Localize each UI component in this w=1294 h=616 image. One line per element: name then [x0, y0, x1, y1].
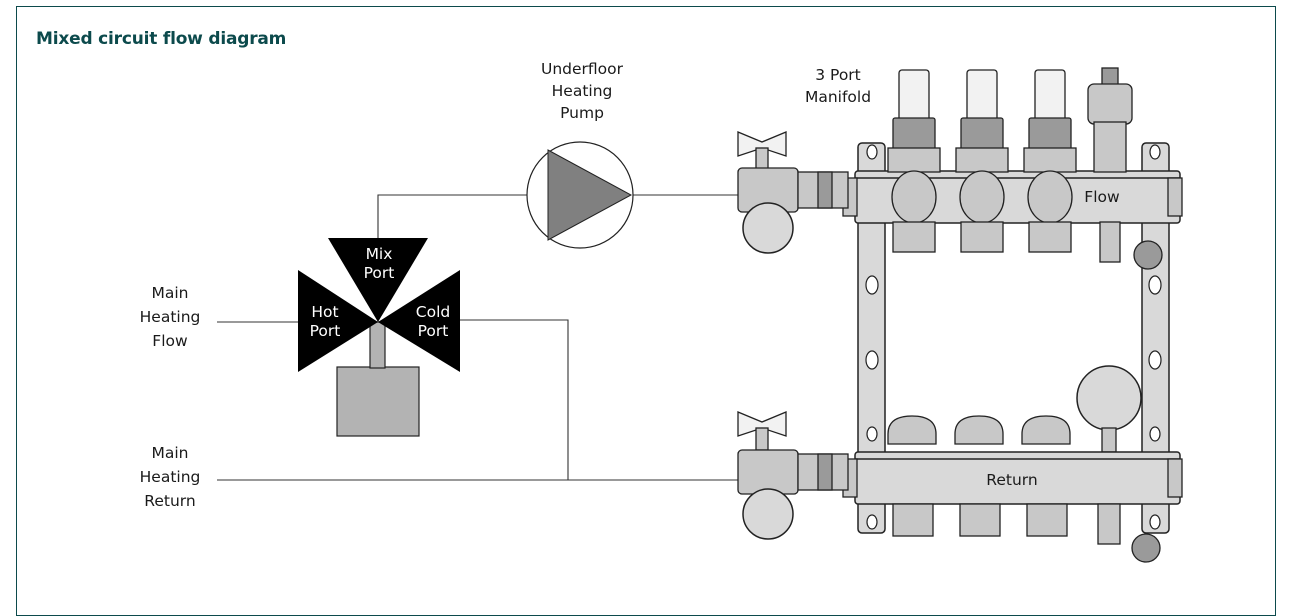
manifold-illustration: Flow [737, 67, 1183, 563]
pump-symbol [526, 141, 634, 249]
return-ball-valve [737, 411, 849, 540]
pump-triangle [547, 149, 633, 241]
left-rail [857, 142, 886, 534]
return-caps [887, 415, 1161, 563]
actuator-stem [369, 321, 386, 369]
flow-label: Flow [1084, 188, 1120, 206]
cold-port-triangle [378, 270, 460, 372]
pressure-gauge [1076, 365, 1142, 431]
mix-to-pump-pipe [377, 194, 527, 240]
flow-port-bodies [891, 170, 1073, 253]
rail-screws [865, 144, 1162, 530]
diagram-title: Mixed circuit flow diagram [36, 29, 287, 49]
air-vent [1087, 67, 1163, 270]
actuator-body [336, 366, 420, 437]
mix-port-triangle [328, 238, 428, 322]
pipe-lines [217, 194, 740, 481]
hot-port-triangle [298, 270, 378, 372]
flow-meters [887, 69, 1077, 173]
flow-ball-valve-cap [742, 202, 794, 254]
return-ball-valve-cap [742, 488, 794, 540]
cold-port-to-return-pipe [460, 319, 569, 480]
flow-ball-valve [737, 131, 849, 254]
return-label: Return [986, 471, 1037, 489]
